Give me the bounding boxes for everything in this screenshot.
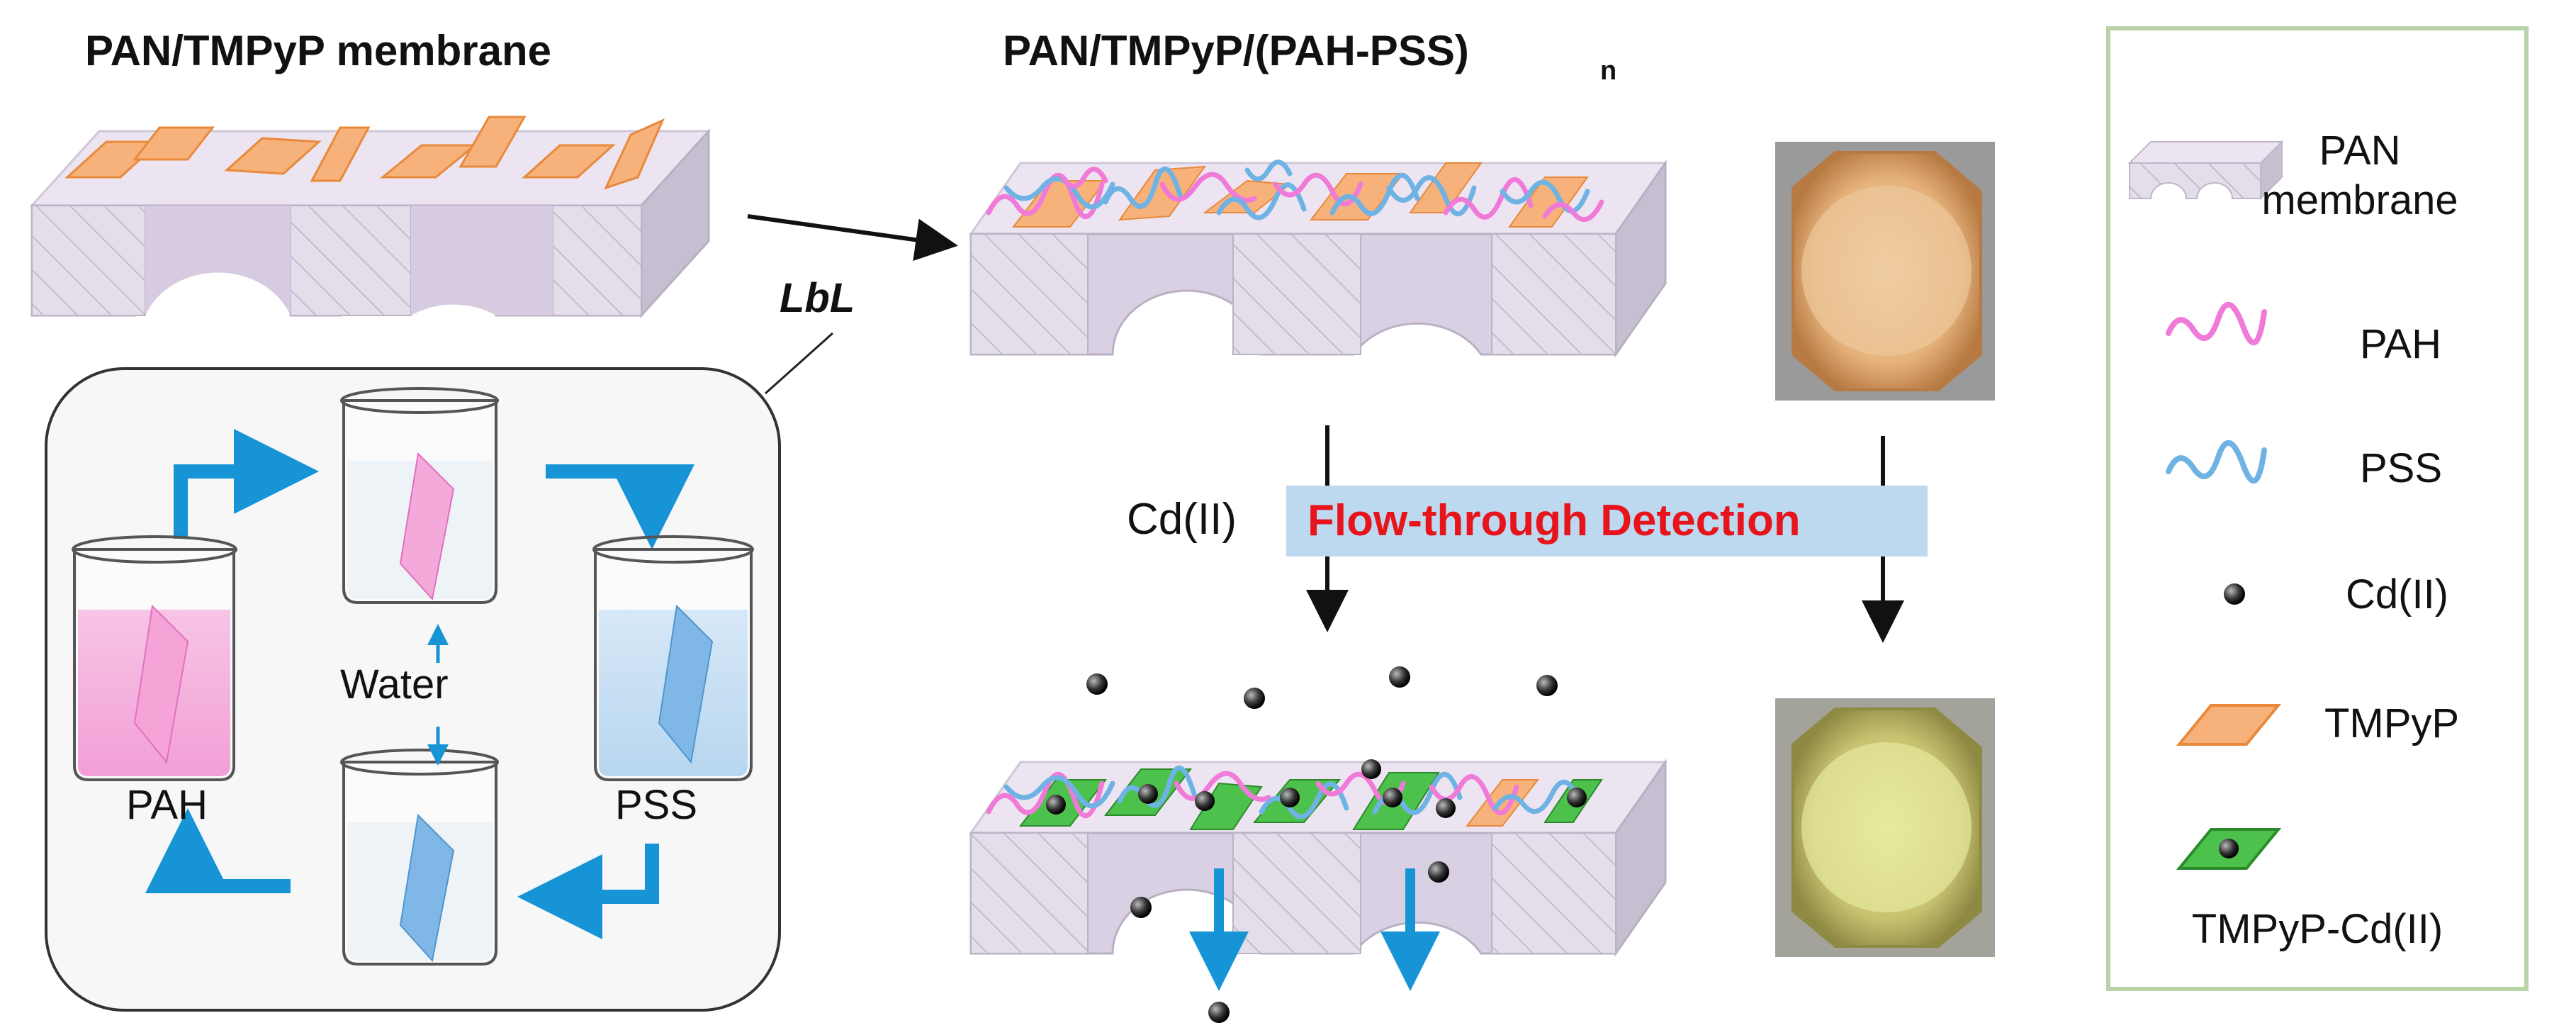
coated-membrane-bottom xyxy=(969,759,1667,957)
left-membrane-title: PAN/TMPyP membrane xyxy=(85,27,551,74)
lbl-callout-line xyxy=(764,332,834,395)
pah-beaker-label: PAH xyxy=(126,782,208,828)
detection-banner xyxy=(1286,486,1928,556)
legend-pan-label-line1: PAN xyxy=(2319,128,2401,174)
legend-pah-label: PAH xyxy=(2360,321,2441,367)
legend-tmpyp-cd-label: TMPyP-Cd(II) xyxy=(2192,906,2443,952)
water-beaker-top xyxy=(340,387,499,604)
pss-beaker-label: PSS xyxy=(615,782,697,828)
lbl-process-arrow xyxy=(747,214,958,262)
membrane-photo-after xyxy=(1775,698,1995,957)
legend-pan-membrane-icon xyxy=(2127,140,2284,201)
lbl-beaker-panel: Water PAH PSS xyxy=(45,367,781,1012)
legend-pss-icon xyxy=(2166,440,2267,484)
legend-cd-label: Cd(II) xyxy=(2346,571,2448,617)
legend-tmpyp-label: TMPyP xyxy=(2324,700,2459,746)
right-membrane-title: PAN/TMPyP/(PAH-PSS) xyxy=(1003,27,1469,74)
legend-pss-label: PSS xyxy=(2360,445,2442,491)
legend-tmpyp-cd-icon xyxy=(2176,828,2282,870)
pan-tmpyp-membrane xyxy=(29,116,712,318)
legend-panel: PAN membrane PAH PSS Cd(II) TMPyP TMPyP-… xyxy=(2106,26,2529,991)
detection-label: Flow-through Detection xyxy=(1307,496,1801,545)
right-membrane-title-subscript: n xyxy=(1600,56,1616,86)
coated-membrane-top xyxy=(969,160,1667,358)
free-cd-ions xyxy=(1086,666,1558,1023)
legend-tmpyp-icon xyxy=(2176,704,2282,746)
water-beaker-bottom xyxy=(340,749,499,966)
lbl-label: LbL xyxy=(780,275,855,321)
pss-beaker xyxy=(592,535,754,781)
pah-beaker xyxy=(72,535,237,781)
water-label: Water xyxy=(340,661,449,707)
membrane-photo-before xyxy=(1775,142,1995,401)
cd-ion-label: Cd(II) xyxy=(1127,495,1237,544)
legend-cd-icon xyxy=(2224,583,2245,605)
legend-pan-label-line2: membrane xyxy=(2261,177,2458,223)
legend-pah-icon xyxy=(2166,301,2267,346)
